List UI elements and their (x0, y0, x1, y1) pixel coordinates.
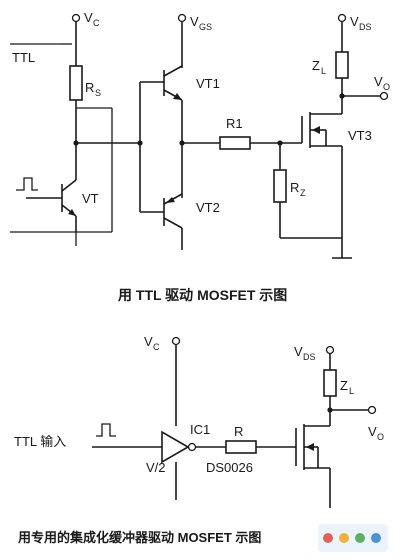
transistor-vt2 (163, 143, 183, 250)
diagram-buffer-mosfet-driver: V C IC1 V/2 TTL 输入 R DS0026 V DS Z L V (14, 334, 384, 545)
rz-sub: Z (300, 188, 306, 198)
vc-label: V (84, 10, 93, 25)
ds0026-label: DS0026 (206, 460, 253, 475)
load-zl (335, 51, 349, 79)
rs-sub: S (95, 88, 101, 98)
vds-label: V (350, 14, 359, 29)
mosfet-vt3 (301, 110, 343, 258)
rs-label: R (85, 80, 94, 95)
ic1-label: IC1 (190, 422, 210, 437)
ttl-input-label: TTL 输入 (14, 434, 66, 449)
vt3-label: VT3 (348, 128, 372, 143)
transistor-vt1 (163, 65, 183, 143)
vgs-sub: GS (199, 22, 212, 32)
zl-sub: L (321, 66, 326, 76)
resistor-r1 (219, 136, 251, 150)
caption-1: 用 TTL 驱动 MOSFET 示图 (118, 287, 287, 303)
vt1-label: VT1 (196, 76, 220, 91)
r-label: R (234, 424, 243, 439)
vc-terminal: V C (71, 10, 100, 28)
pulse-input2-icon (96, 423, 116, 437)
zl2-sub: L (349, 386, 354, 396)
resistor-r (225, 440, 257, 454)
vo-label: V (374, 74, 383, 89)
vc-sub: C (93, 18, 100, 28)
v2-label: V/2 (146, 460, 166, 475)
vds2-label: V (294, 344, 303, 359)
vc2-label: V (144, 334, 153, 349)
rz-label: R (290, 180, 299, 195)
zl2-label: Z (340, 378, 348, 393)
load-zl2 (323, 369, 337, 397)
caption-2: 用专用的集成化缓冲器驱动 MOSFET 示图 (17, 530, 261, 545)
resistor-rz (273, 169, 287, 203)
r1-label: R1 (226, 116, 243, 131)
vo2-label: V (368, 424, 377, 439)
pulse-input-icon (16, 177, 38, 191)
zl-label: Z (312, 58, 320, 73)
vc2-sub: C (153, 342, 160, 352)
vds2-sub: DS (303, 352, 316, 362)
watermark-logo (318, 524, 388, 552)
vds-sub: DS (359, 22, 372, 32)
diagram-ttl-mosfet-driver: V C R S TTL VT (10, 10, 390, 303)
vo-sub: O (383, 82, 390, 92)
mosfet-2 (295, 424, 331, 508)
vt-label: VT (82, 191, 99, 206)
resistor-rs (69, 65, 83, 101)
vo2-sub: O (377, 432, 384, 442)
vt2-label: VT2 (196, 200, 220, 215)
transistor-vt (61, 168, 77, 232)
ttl-label: TTL (12, 50, 35, 65)
vgs-label: V (190, 14, 199, 29)
